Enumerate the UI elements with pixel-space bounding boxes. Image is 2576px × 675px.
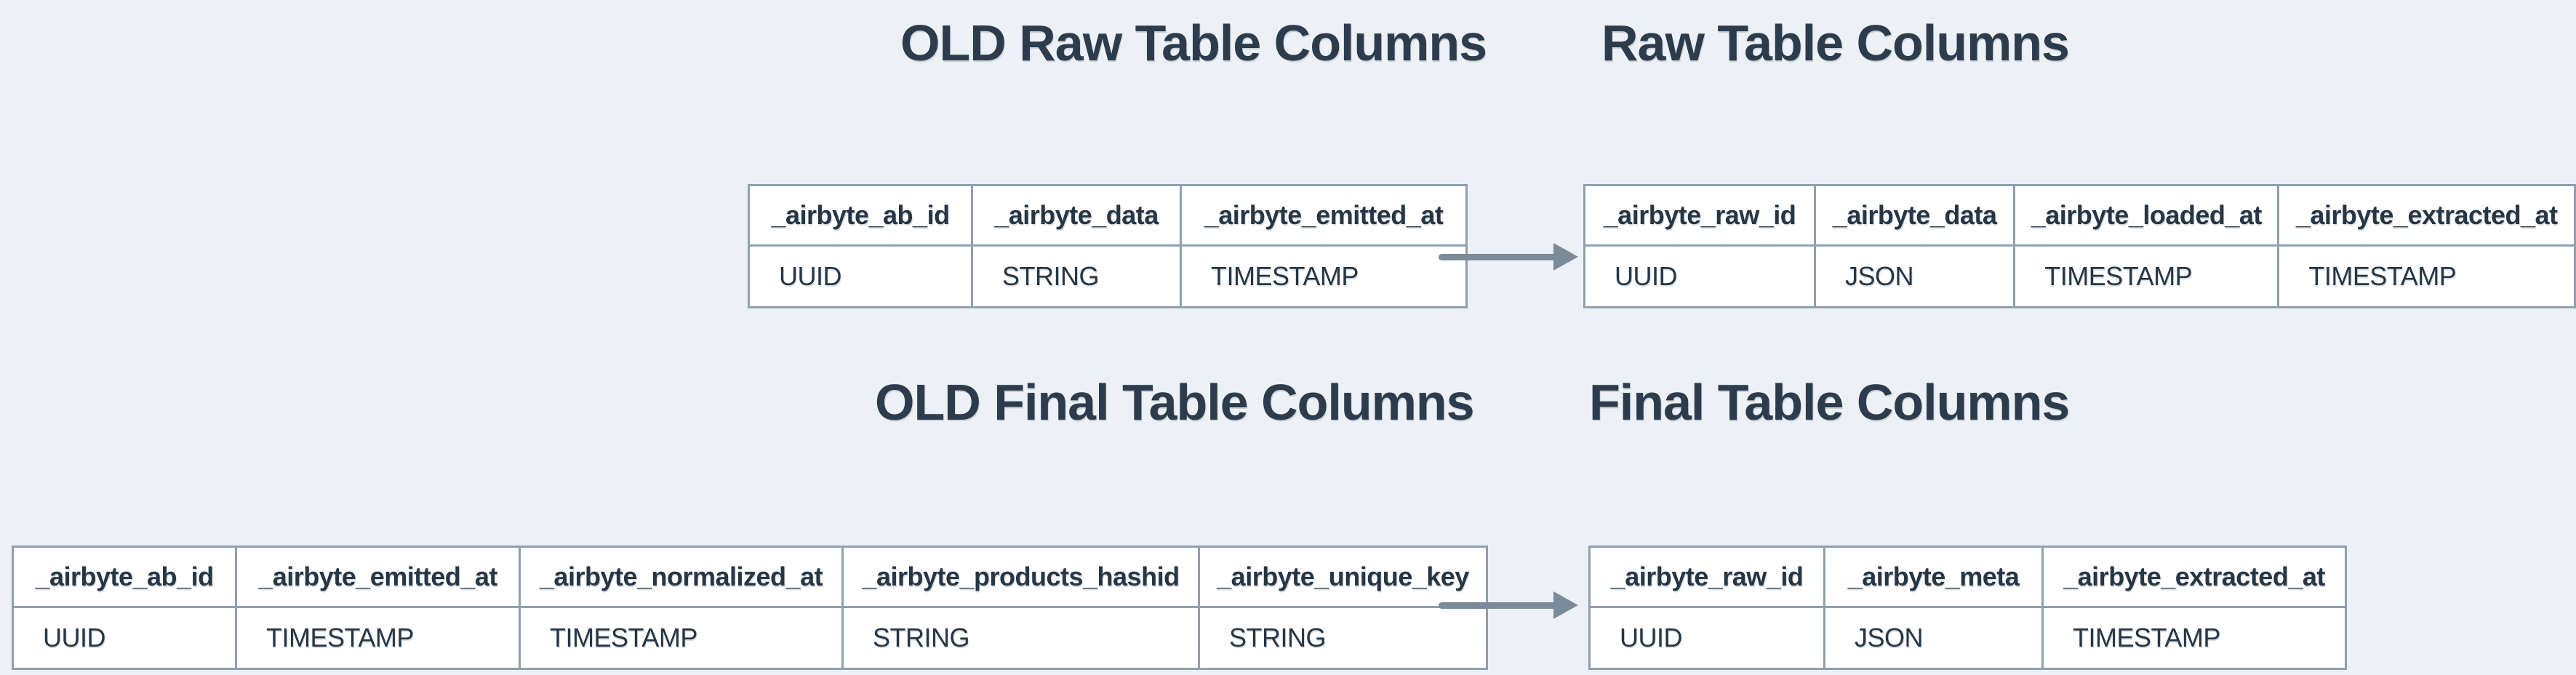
final-migration-arrow-icon [1439,591,1578,619]
column-header: _airbyte_normalized_at [519,546,844,608]
raw-table: _airbyte_raw_id _airbyte_data _airbyte_l… [1583,184,2576,308]
column-type: UUID [12,606,237,670]
column-type: UUID [1583,244,1816,308]
column-header: _airbyte_emitted_at [235,546,521,608]
column-header: _airbyte_extracted_at [2041,546,2347,608]
column-type: STRING [1198,606,1488,670]
raw-table-title: Raw Table Columns [1601,15,2070,71]
column-header: _airbyte_raw_id [1588,546,1825,608]
column-header: _airbyte_data [1813,184,2016,247]
column-type: STRING [841,606,1200,670]
column-header: _airbyte_raw_id [1583,184,1816,247]
column-type: UUID [1588,606,1825,670]
column-header: _airbyte_products_hashid [841,546,1200,608]
arrow-shaft [1439,602,1556,609]
column-header: _airbyte_meta [1823,546,2044,608]
column-type: TIMESTAMP [235,606,521,670]
old-final-table: _airbyte_ab_id _airbyte_emitted_at _airb… [12,546,1488,670]
column-header: _airbyte_ab_id [12,546,237,608]
old-final-table-title: OLD Final Table Columns [875,374,1475,431]
column-type: TIMESTAMP [2277,244,2576,308]
column-header: _airbyte_unique_key [1198,546,1488,608]
column-type: STRING [971,244,1182,308]
final-table: _airbyte_raw_id _airbyte_meta _airbyte_e… [1588,546,2347,670]
old-final-type-row: UUID TIMESTAMP TIMESTAMP STRING STRING [12,606,1488,670]
old-final-header-row: _airbyte_ab_id _airbyte_emitted_at _airb… [12,546,1488,608]
column-type: UUID [748,244,973,308]
column-type: TIMESTAMP [1180,244,1468,308]
column-header: _airbyte_data [971,184,1182,247]
column-header: _airbyte_ab_id [748,184,973,247]
column-type: JSON [1823,606,2044,670]
arrow-shaft [1439,253,1556,260]
column-header: _airbyte_loaded_at [2013,184,2280,247]
raw-header-row: _airbyte_raw_id _airbyte_data _airbyte_l… [1583,184,2576,247]
raw-type-row: UUID JSON TIMESTAMP TIMESTAMP [1583,244,2576,308]
column-header: _airbyte_extracted_at [2277,184,2576,247]
final-header-row: _airbyte_raw_id _airbyte_meta _airbyte_e… [1588,546,2347,608]
arrow-head [1553,243,1578,271]
old-raw-type-row: UUID STRING TIMESTAMP [748,244,1468,308]
final-type-row: UUID JSON TIMESTAMP [1588,606,2347,670]
column-header: _airbyte_emitted_at [1180,184,1468,247]
old-raw-table: _airbyte_ab_id _airbyte_data _airbyte_em… [748,184,1468,308]
raw-migration-arrow-icon [1439,243,1578,271]
arrow-head [1553,591,1578,619]
old-raw-table-title: OLD Raw Table Columns [900,15,1487,71]
column-type: TIMESTAMP [519,606,844,670]
old-raw-header-row: _airbyte_ab_id _airbyte_data _airbyte_em… [748,184,1468,247]
column-type: JSON [1813,244,2016,308]
column-type: TIMESTAMP [2013,244,2280,308]
column-type: TIMESTAMP [2041,606,2347,670]
final-table-title: Final Table Columns [1589,374,2070,431]
